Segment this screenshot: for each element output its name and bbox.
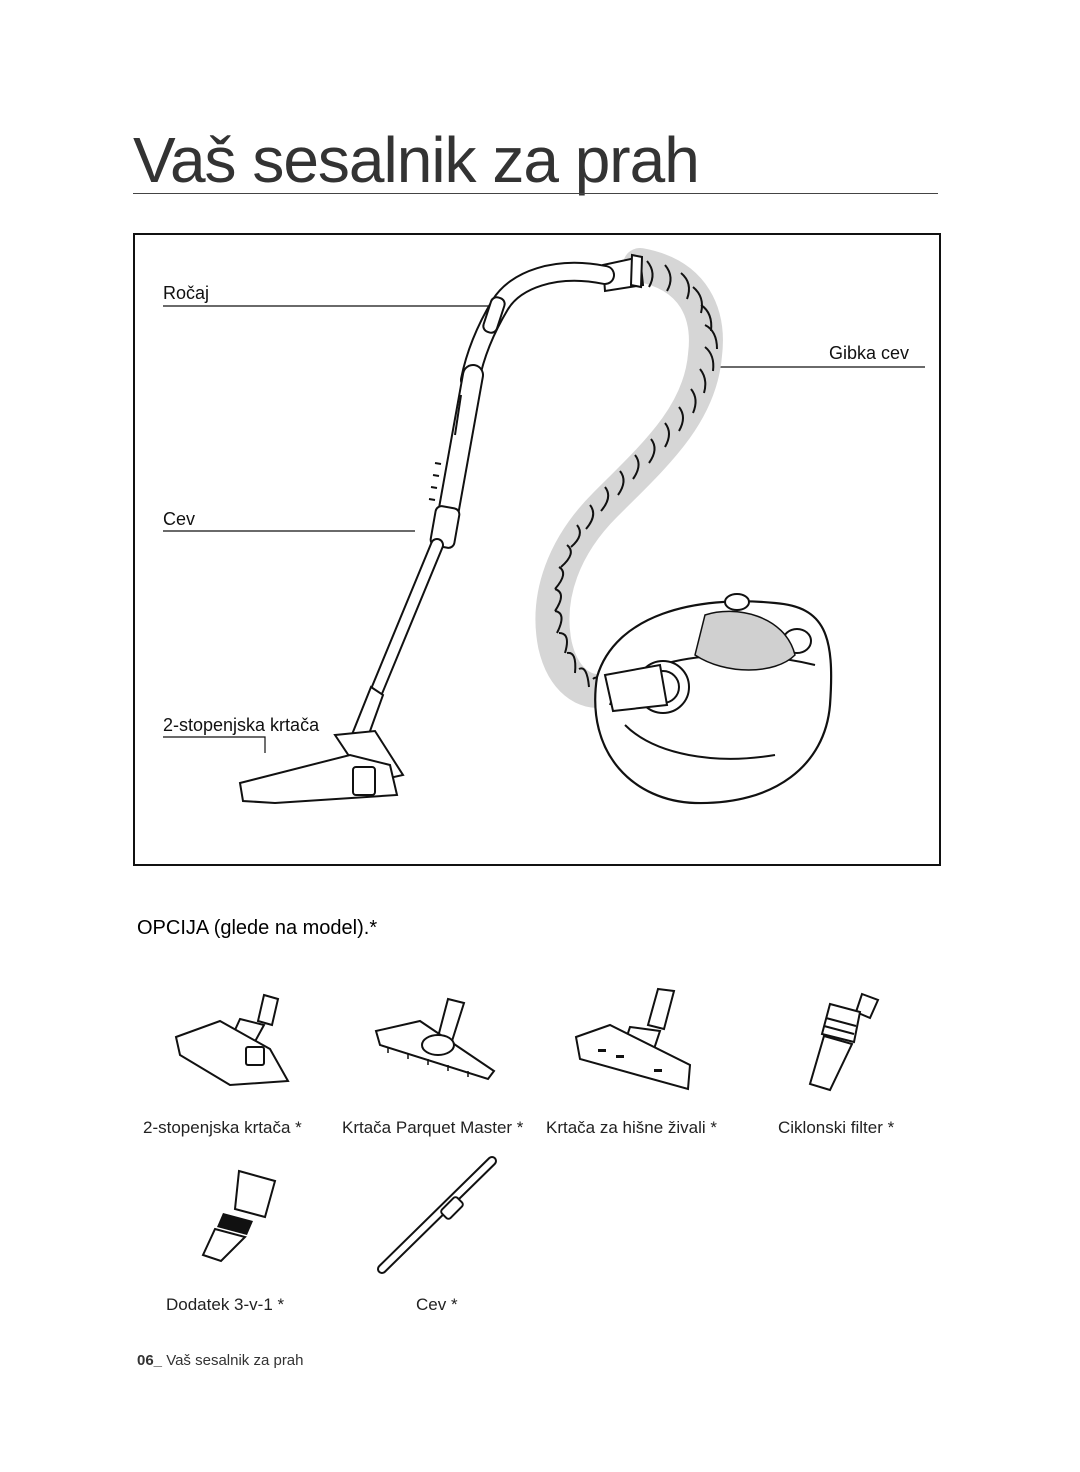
caption-three-in-one-tool: Dodatek 3-v-1 * <box>166 1295 285 1314</box>
accessory-parquet-brush <box>368 995 498 1085</box>
page-footer: 06_ Vaš sesalnik za prah <box>137 1352 304 1369</box>
caption-cyclone-filter: Ciklonski filter * <box>778 1118 895 1137</box>
two-step-brush-icon <box>174 993 290 1087</box>
accessory-tube <box>372 1155 502 1275</box>
caption-tube: Cev * <box>416 1295 458 1314</box>
label-tube: Cev <box>163 509 196 529</box>
label-handle: Ročaj <box>163 283 210 303</box>
pet-brush-icon <box>574 987 692 1091</box>
caption-parquet-brush: Krtača Parquet Master * <box>342 1118 524 1137</box>
page-number: 06_ <box>137 1352 163 1369</box>
accessory-cyclone-filter <box>800 990 890 1100</box>
caption-pet-brush: Krtača za hišne živali * <box>546 1118 718 1137</box>
vacuum-cleaner-illustration <box>163 248 925 805</box>
page-title: Vaš sesalnik za prah <box>133 124 700 196</box>
label-flexible-hose: Gibka cev <box>829 343 910 363</box>
accessory-two-step-brush <box>160 985 300 1095</box>
accessory-three-in-one-tool <box>195 1165 285 1265</box>
tube-icon <box>377 1156 497 1274</box>
caption-two-step-brush: 2-stopenjska krtača * <box>143 1118 302 1137</box>
parquet-brush-icon <box>374 997 496 1081</box>
cyclone-filter-icon <box>808 992 880 1092</box>
label-brush: 2-stopenjska krtača <box>163 715 320 735</box>
options-heading: OPCIJA (glede na model).* <box>137 917 378 939</box>
vacuum-diagram-frame: Ročaj Gibka cev Cev 2-stopenjska krtača <box>133 233 941 866</box>
accessory-pet-brush <box>570 985 700 1095</box>
footer-section: Vaš sesalnik za prah <box>166 1352 304 1369</box>
title-divider <box>133 193 938 194</box>
three-in-one-tool-icon <box>201 1169 277 1263</box>
